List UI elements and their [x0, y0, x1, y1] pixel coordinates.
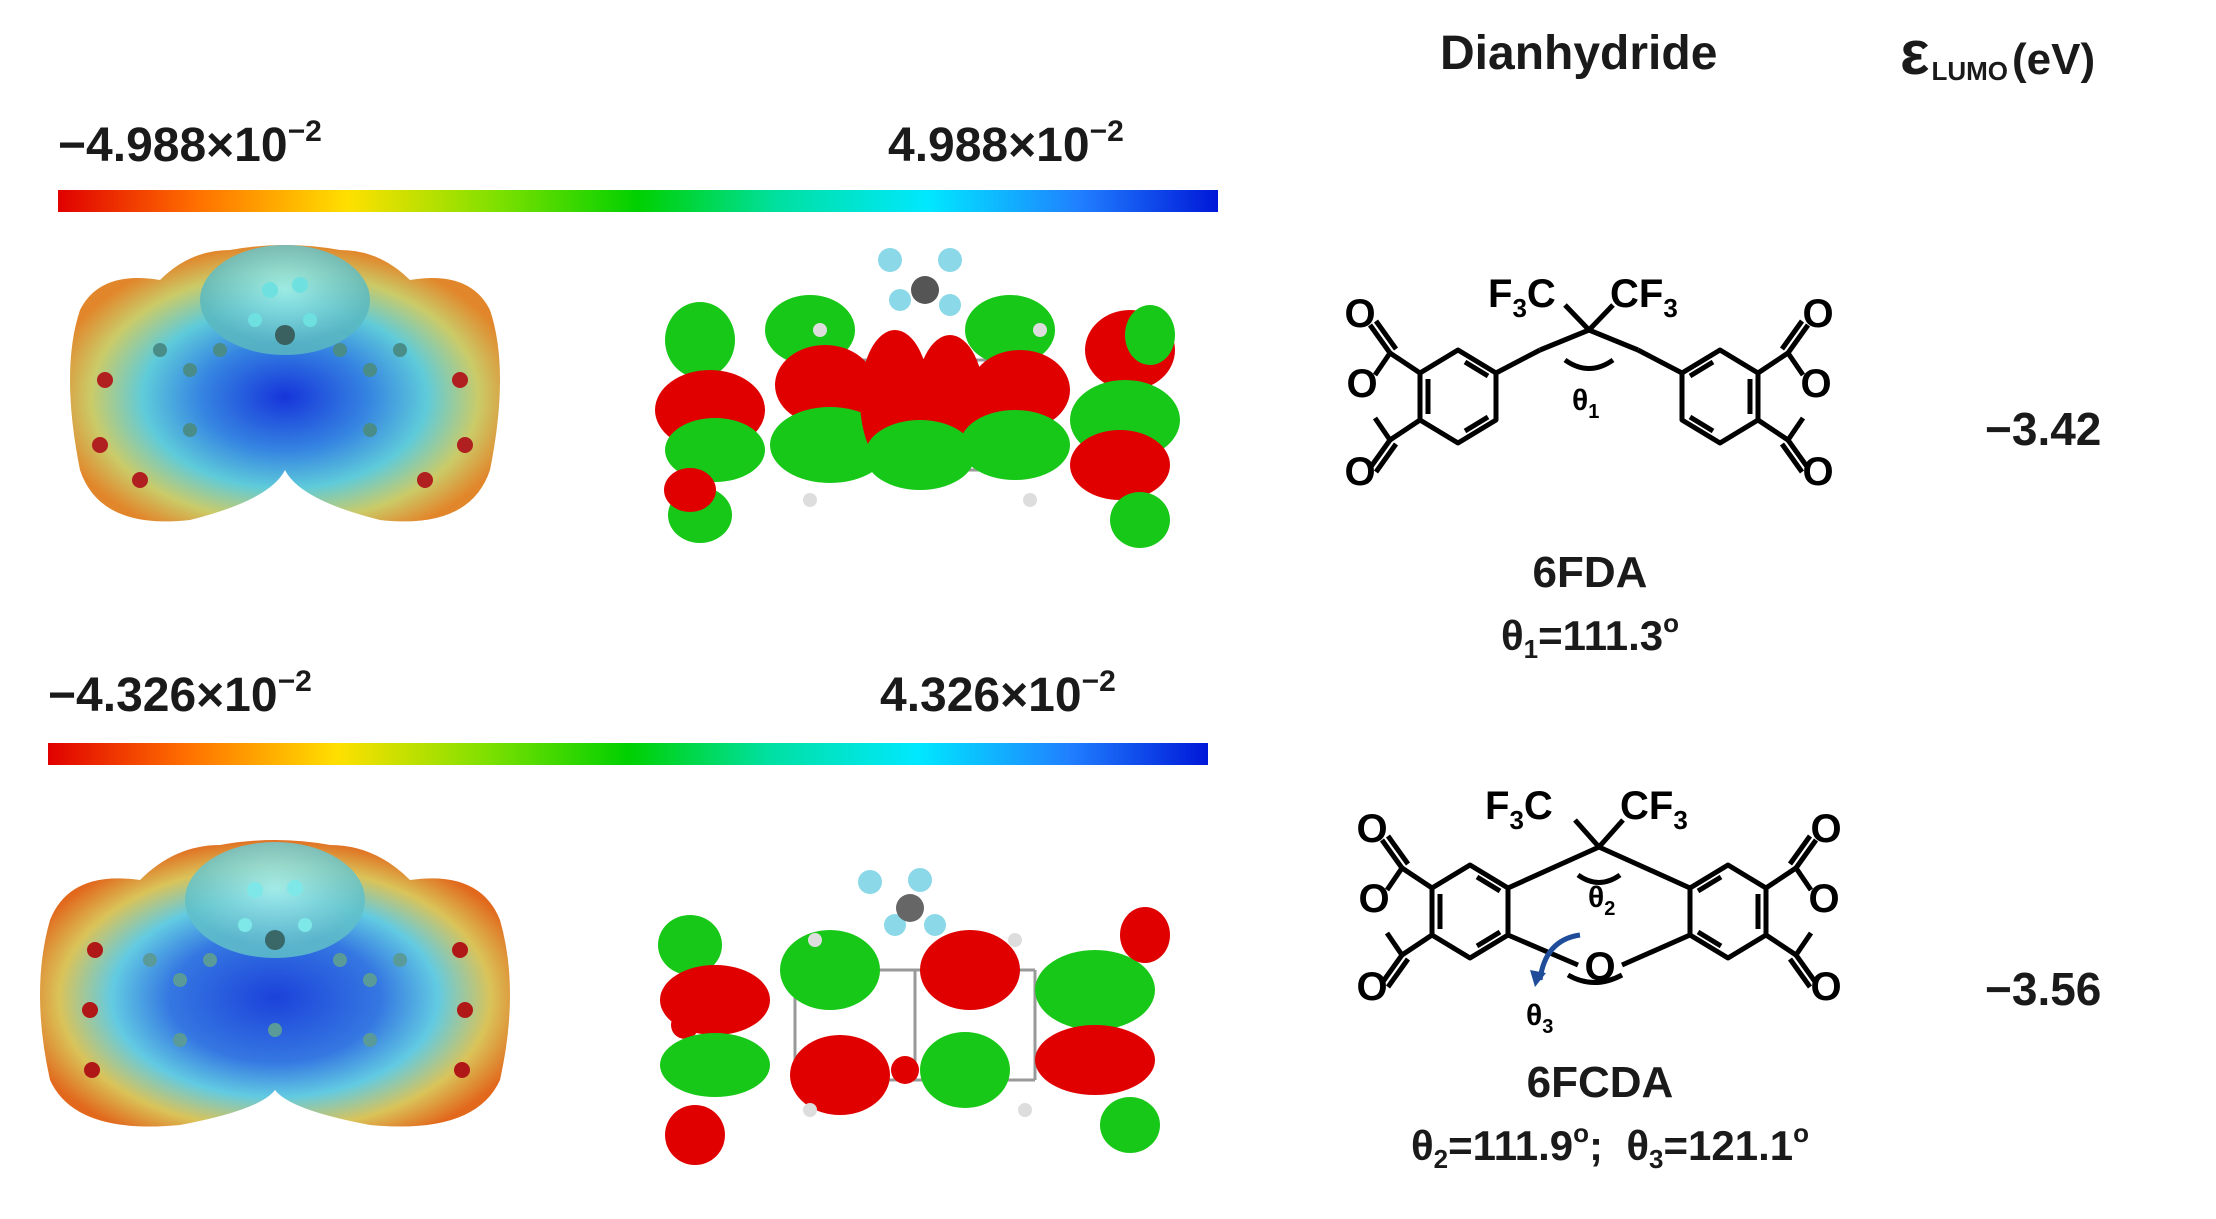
svg-text:CF3: CF3	[1620, 784, 1688, 835]
svg-text:O: O	[1810, 807, 1841, 851]
row1-esp-surface-image	[70, 245, 500, 522]
row2-angle-values: θ2=111.9o; θ3=121.1o	[1410, 1118, 1810, 1174]
row1-lumo-orbital-image	[655, 248, 1180, 548]
row1-scale-min-label: −4.988×10−2	[58, 115, 322, 173]
row2-molecule-name: 6FCDA	[1526, 1058, 1674, 1107]
svg-text:O: O	[1344, 292, 1375, 336]
svg-text:O: O	[1356, 965, 1387, 1009]
epsilon-subscript: LUMO	[1931, 56, 2008, 86]
row2-6fcda-structure: O O O O O O O F3C CF3 θ2 θ3	[1356, 784, 1841, 1038]
column-header-lumo-energy: εLUMO(eV)	[1900, 18, 2095, 89]
row2-lumo-orbital-image	[658, 868, 1170, 1165]
row1-angle-values: θ1=111.3o	[1500, 608, 1680, 664]
svg-text:F3C: F3C	[1488, 272, 1556, 323]
svg-text:O: O	[1356, 807, 1387, 851]
epsilon-unit: (eV)	[2011, 35, 2096, 84]
row1-6fda-structure: O O O O O O F3C CF3 θ1	[1344, 272, 1833, 494]
svg-text:CF3: CF3	[1610, 272, 1678, 323]
row2-lumo-value: −3.56	[1985, 963, 2102, 1015]
row2-esp-surface-image	[40, 840, 510, 1127]
svg-text:O: O	[1346, 362, 1377, 406]
row1-scale-max-label: 4.988×10−2	[888, 115, 1124, 173]
svg-text:θ1: θ1	[1572, 384, 1599, 423]
svg-text:O: O	[1802, 292, 1833, 336]
svg-text:O: O	[1802, 450, 1833, 494]
row1-colorbar	[58, 190, 1218, 212]
epsilon-symbol: ε	[1900, 19, 1930, 88]
row2-scale-min-label: −4.326×10−2	[48, 665, 312, 723]
svg-text:O: O	[1584, 945, 1615, 989]
column-header-dianhydride: Dianhydride	[1440, 27, 1718, 80]
svg-text:O: O	[1810, 965, 1841, 1009]
svg-text:O: O	[1358, 877, 1389, 921]
svg-text:O: O	[1800, 362, 1831, 406]
svg-text:θ3: θ3	[1526, 999, 1553, 1038]
row1-molecule-name: 6FDA	[1532, 548, 1648, 597]
svg-text:θ2: θ2	[1588, 881, 1615, 920]
row2-scale-max-label: 4.326×10−2	[880, 665, 1116, 723]
row2-colorbar	[48, 743, 1208, 765]
svg-text:O: O	[1344, 450, 1375, 494]
svg-text:O: O	[1808, 877, 1839, 921]
svg-text:F3C: F3C	[1485, 784, 1553, 835]
row1-lumo-value: −3.42	[1985, 403, 2102, 455]
